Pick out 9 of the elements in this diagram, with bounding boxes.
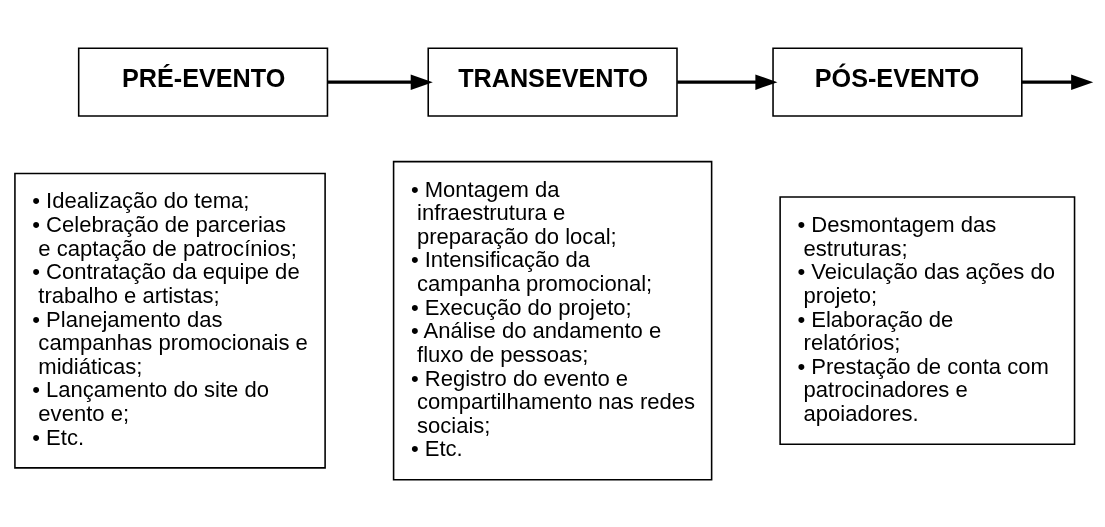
arrow <box>1021 73 1094 90</box>
node-box: • Montagem da infraestrutura e preparação do local; • Intensificação da campanha promocional; • Execução do projeto; • Análise do andamento e fluxo de pessoas; • Registro do evento e compartilhamento nas redes sociais; • Etc. <box>392 160 713 480</box>
node-box: TRANSEVENTO <box>427 47 678 117</box>
node-box: • Desmontagem das estruturas; • Veiculação das ações do projeto; • Elaboração de relatórios; • Prestação de conta com patrocinadores e apoiadores. <box>779 195 1076 445</box>
node-box: PÓS-EVENTO <box>772 47 1023 117</box>
node-box: PRÉ-EVENTO <box>77 47 329 117</box>
arrow <box>677 73 778 90</box>
arrow <box>328 73 433 90</box>
node-box: • Idealização do tema; • Celebração de parcerias e captação de patrocínios; • Contratação da equipe de trabalho e artistas; • Planejamento das campanhas promocionais e midiáticas; • Lançamento do site do evento e; • Etc. <box>14 172 326 469</box>
